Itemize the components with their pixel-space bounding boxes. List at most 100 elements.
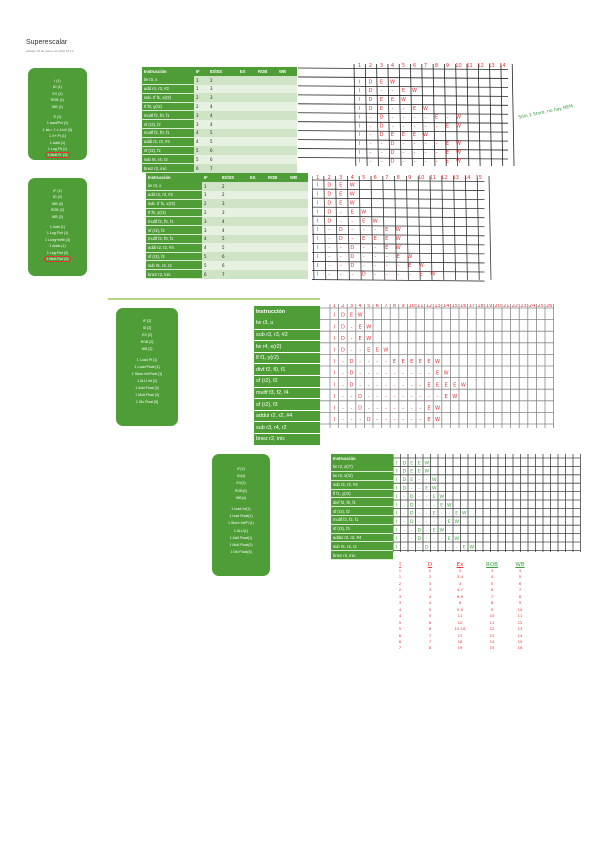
stage-mark: E bbox=[408, 263, 411, 269]
stage-mark: E bbox=[445, 382, 448, 388]
stage-mark: D bbox=[402, 486, 406, 492]
cycle-number: 5 bbox=[362, 175, 365, 181]
grid-col-line bbox=[466, 63, 470, 166]
stage-mark: - bbox=[433, 545, 435, 550]
stage-mark: E bbox=[402, 88, 405, 94]
stage-mark: D bbox=[369, 79, 373, 85]
cycle-cell bbox=[277, 84, 297, 94]
cycle-number: 19 bbox=[486, 304, 492, 309]
cycle-cell: 4 bbox=[194, 128, 208, 138]
card-line-text: 1 load Int(1) bbox=[231, 507, 251, 512]
cycle-cell bbox=[248, 199, 266, 209]
stage-mark: I bbox=[317, 200, 318, 206]
cycle-cell: 4 bbox=[208, 119, 238, 129]
stage-mark: - bbox=[381, 150, 383, 156]
stage-mark: - bbox=[359, 382, 361, 388]
cycle-number: 8 bbox=[397, 175, 400, 181]
card-line-text: 1 Log.Flt (1) bbox=[47, 147, 68, 152]
table-row: sub r3, r3, #4 bbox=[331, 480, 393, 490]
cycle-cell bbox=[266, 208, 288, 217]
stage-mark: - bbox=[436, 123, 438, 129]
table-row: divf f2, f0, f1 bbox=[254, 363, 320, 377]
cycle-cell: 1 bbox=[194, 75, 208, 85]
stage-mark: W bbox=[461, 382, 466, 388]
card-line-text: 1 lat.= 1 x 1/oX (3) bbox=[42, 127, 73, 132]
stage-mark: - bbox=[381, 141, 383, 147]
stage-mark: E bbox=[397, 254, 400, 260]
card-line-text: 1 Add Float [3] bbox=[135, 386, 159, 390]
summary-value: 6 bbox=[398, 632, 402, 638]
card-line: IF (2) bbox=[28, 188, 87, 194]
stage-mark: - bbox=[328, 254, 330, 260]
stage-mark: - bbox=[376, 382, 378, 388]
stage-mark: - bbox=[374, 227, 376, 233]
summary-value: 14 bbox=[517, 632, 523, 638]
card-line-text: 1 Log.Flut (1) bbox=[46, 231, 69, 236]
grid-col-line bbox=[398, 63, 402, 166]
stage-mark: I bbox=[317, 183, 318, 189]
cycle-number: 13 bbox=[434, 304, 440, 309]
stage-mark: - bbox=[394, 394, 396, 400]
stage-mark: - bbox=[363, 254, 365, 260]
table-row: sf (r2), f2 bbox=[331, 506, 393, 517]
stage-mark: E bbox=[418, 460, 421, 466]
stage-mark: - bbox=[411, 487, 413, 492]
stage-mark: D bbox=[341, 348, 345, 354]
card-line: 1 Long+mflit (3) bbox=[28, 237, 87, 243]
cycle-cell bbox=[238, 84, 256, 94]
cycle-number: 10 bbox=[409, 304, 415, 309]
cycle-number: 7 bbox=[424, 63, 427, 69]
cycle-cell: 5 bbox=[208, 137, 238, 147]
cycle-cell: 5 bbox=[202, 252, 220, 261]
card-line: 1 Log.Flt (1) bbox=[28, 146, 87, 152]
stage-mark: E bbox=[339, 183, 342, 189]
summary-value: 3 bbox=[398, 600, 402, 606]
stage-mark: E bbox=[446, 150, 449, 156]
grid-row-line bbox=[298, 112, 509, 115]
stage-mark: - bbox=[441, 512, 443, 517]
cycle-number: 9 bbox=[408, 175, 411, 181]
instruction-cell: sf (r2), f2 bbox=[331, 506, 393, 517]
stage-mark: - bbox=[403, 141, 405, 147]
card-line-text: ID(4) bbox=[237, 474, 245, 479]
summary-value: 11 bbox=[517, 613, 523, 619]
stage-mark: W bbox=[439, 528, 444, 534]
stage-mark: W bbox=[435, 406, 440, 412]
grid-col-line bbox=[421, 63, 425, 166]
stage-mark: - bbox=[340, 263, 342, 269]
stage-mark: - bbox=[370, 159, 372, 165]
stage-mark: E bbox=[427, 359, 430, 365]
grid-col-line bbox=[370, 175, 374, 280]
stage-mark: E bbox=[435, 115, 438, 121]
stage-mark: D bbox=[339, 227, 343, 233]
card-line: ID [2] bbox=[116, 325, 178, 332]
table-row: addui r2, r2, #4 bbox=[331, 533, 393, 543]
card-line: 1 load Int(1) bbox=[212, 506, 270, 513]
stage-mark: - bbox=[436, 150, 438, 156]
stage-mark: - bbox=[402, 417, 404, 423]
instruction-cell: sf (r2), f2 bbox=[142, 119, 194, 130]
grid-row-line bbox=[312, 179, 485, 182]
instruction-cell: bnez r2, inic bbox=[254, 433, 320, 446]
card-line-text: 1 Store Int/Fl.(1) bbox=[228, 521, 254, 526]
cycle-number: 12 bbox=[441, 175, 447, 181]
cycle-cell: 3 bbox=[220, 208, 248, 217]
cycle-cell: 6 bbox=[202, 269, 220, 279]
stage-mark: W bbox=[423, 132, 428, 138]
stage-mark: - bbox=[414, 159, 416, 165]
stage-mark: E bbox=[418, 469, 421, 475]
stage-mark: W bbox=[423, 106, 428, 112]
cycle-number: 25 bbox=[538, 304, 544, 309]
stage-mark: E bbox=[351, 209, 354, 215]
grid-col-line bbox=[500, 63, 504, 166]
card-line-text: 1 Adds (1) bbox=[49, 244, 66, 249]
cycle-number: 15 bbox=[476, 175, 482, 181]
stage-mark: - bbox=[409, 272, 411, 278]
grid-row-line bbox=[312, 188, 485, 191]
